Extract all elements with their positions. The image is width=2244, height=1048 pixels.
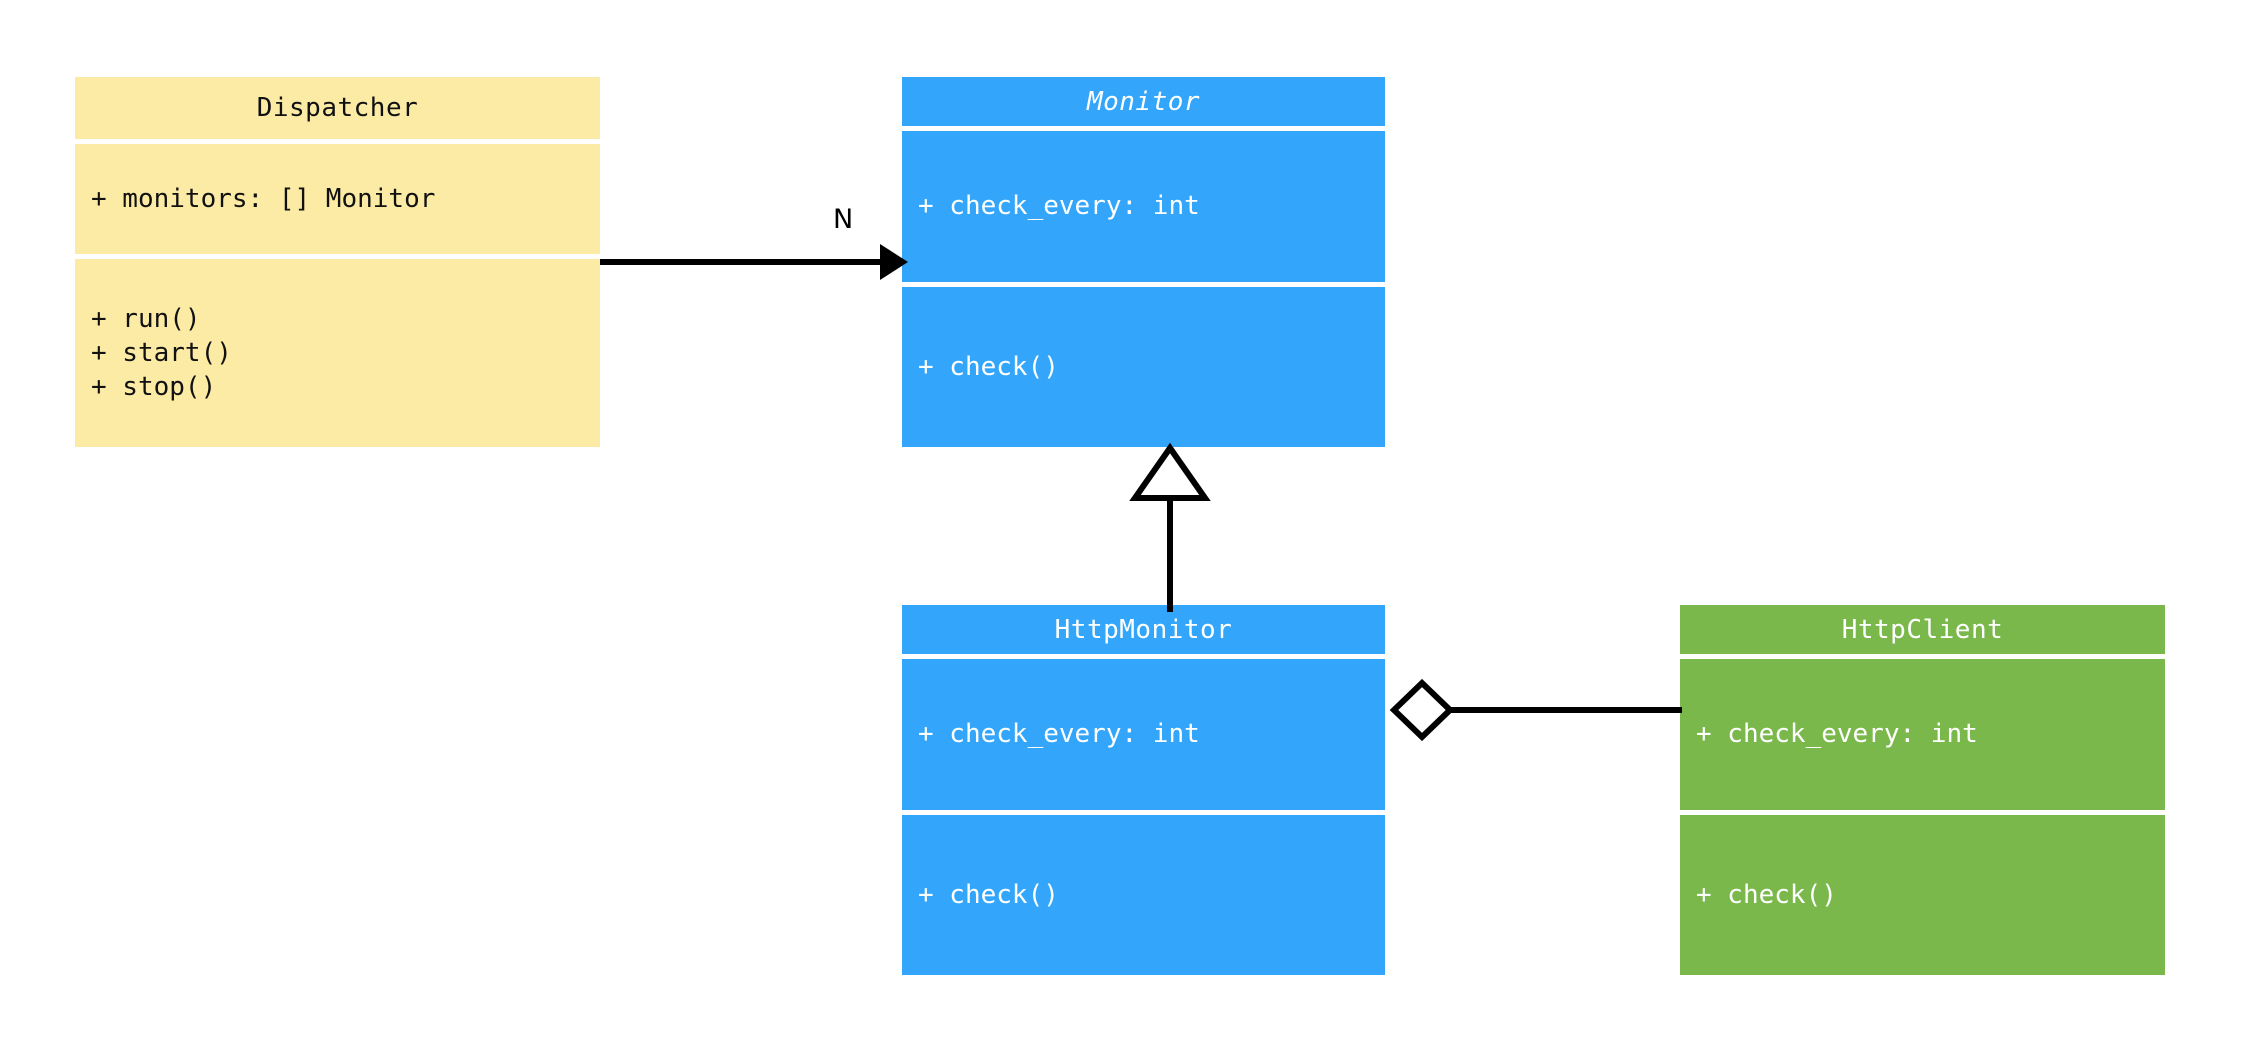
compartment-separator [1680,654,2165,659]
compartment-separator [75,139,600,144]
attribute-row: + check_every: int [1696,719,1978,750]
class-name-monitor: Monitor [1086,86,1201,117]
class-attributes-http-monitor: + check_every: int [902,659,1385,810]
connector-http-monitor-to-monitor-generalization [1129,442,1211,612]
compartment-separator [1680,810,2165,815]
compartment-separator [902,810,1385,815]
method-row: + run() [91,303,201,334]
class-name-http-monitor: HttpMonitor [1054,614,1233,645]
attribute-row: + check_every: int [918,191,1200,222]
class-attributes-monitor: + check_every: int [902,131,1385,282]
method-row: + check() [1696,879,1837,910]
compartment-separator [902,126,1385,131]
class-methods-dispatcher: + run() + start() + stop() [75,259,600,447]
class-title-http-monitor: HttpMonitor [902,605,1385,654]
method-row: + stop() [91,372,217,403]
attribute-row: + check_every: int [918,719,1200,750]
class-attributes-http-client: + check_every: int [1680,659,2165,810]
compartment-separator [75,254,600,259]
edge-label-multiplicity-n: N [833,204,854,235]
connector-dispatcher-to-monitor [600,244,908,280]
class-box-http-monitor[interactable]: HttpMonitor + check_every: int + check() [902,605,1385,975]
class-box-http-client[interactable]: HttpClient + check_every: int + check() [1680,605,2165,975]
compartment-separator [902,654,1385,659]
class-box-dispatcher[interactable]: Dispatcher + monitors: [] Monitor + run(… [75,77,600,447]
attribute-row: + monitors: [] Monitor [91,183,436,214]
class-methods-monitor: + check() [902,287,1385,447]
class-methods-http-client: + check() [1680,815,2165,975]
class-name-http-client: HttpClient [1841,614,2004,645]
class-methods-http-monitor: + check() [902,815,1385,975]
compartment-separator [902,282,1385,287]
class-name-dispatcher: Dispatcher [256,93,419,123]
class-box-monitor[interactable]: Monitor + check_every: int + check() [902,77,1385,447]
method-row: + start() [91,337,232,368]
connector-http-monitor-to-http-client-aggregation [1389,678,1682,742]
class-title-http-client: HttpClient [1680,605,2165,654]
class-title-dispatcher: Dispatcher [75,77,600,139]
method-row: + check() [918,351,1059,382]
class-attributes-dispatcher: + monitors: [] Monitor [75,144,600,254]
class-title-monitor: Monitor [902,77,1385,126]
method-row: + check() [918,879,1059,910]
